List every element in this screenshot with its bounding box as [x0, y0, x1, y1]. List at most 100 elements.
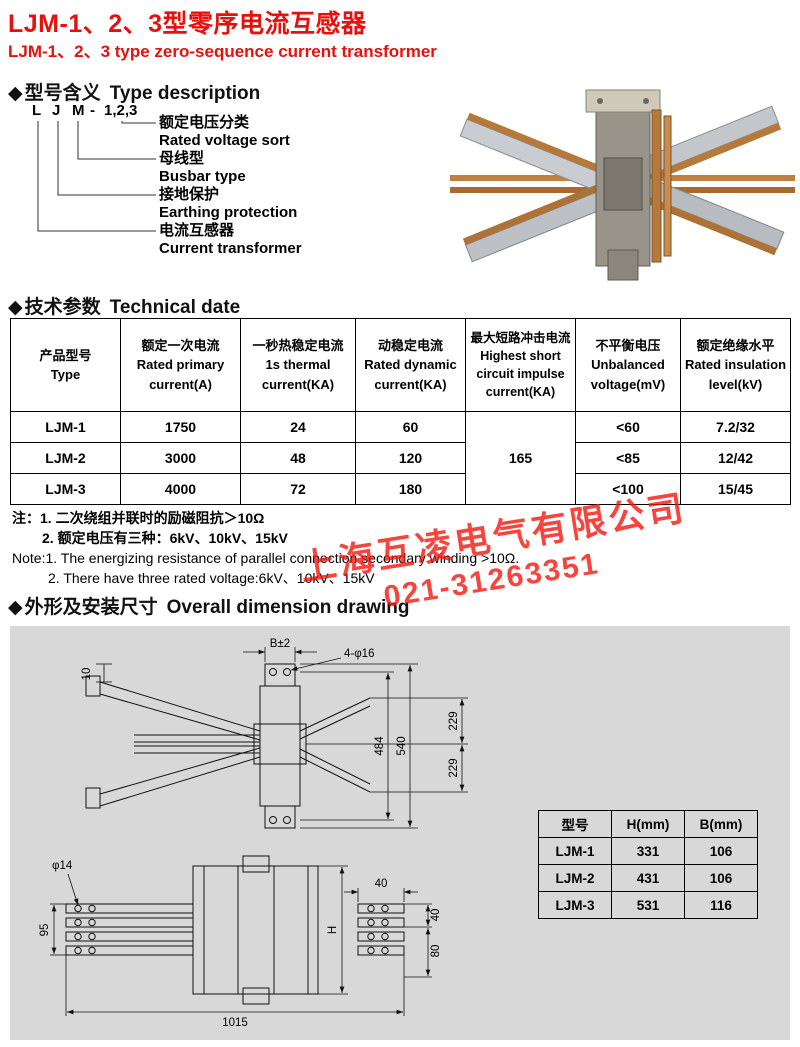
diamond-icon: ◆: [8, 597, 23, 618]
dim-heading-en: Overall dimension drawing: [166, 597, 410, 618]
dim-label-95: 95: [39, 924, 51, 937]
technical-table: 产品型号 Type 额定一次电流 Rated primary current(A…: [10, 318, 791, 505]
dim-label-b: B±2: [270, 638, 290, 650]
cell-dynamic: 180: [355, 473, 466, 505]
cell-type: LJM-3: [10, 473, 121, 505]
code-labels: 额定电压分类 Rated voltage sort 母线型 Busbar typ…: [159, 114, 302, 258]
tech-heading-cn: 技术参数: [24, 297, 101, 318]
notes: 注：1. 二次绕组并联时的励磁阻抗＞10Ω 2. 额定电压有三种：6kV、10k…: [12, 508, 519, 588]
label-voltage-cn: 额定电压分类: [159, 114, 250, 131]
size-header-b: B(mm): [684, 810, 758, 838]
note-line-2: 2. 额定电压有三种：6kV、10kV、15kV: [42, 530, 288, 546]
size-table-row: LJM-3 531 116: [538, 891, 758, 919]
type-heading-en: Type description: [109, 83, 261, 104]
cell-insulation: 12/42: [680, 442, 791, 474]
dim-label-h: H: [327, 926, 339, 934]
size-table-header-row: 型号 H(mm) B(mm): [538, 810, 758, 838]
label-ct-en: Current transformer: [159, 240, 302, 257]
dim-label-80: 80: [430, 945, 442, 958]
size-table: 型号 H(mm) B(mm) LJM-1 331 106 LJM-2 431 1…: [538, 810, 758, 919]
cell-dynamic: 60: [355, 411, 466, 443]
dim-label-484: 484: [374, 736, 386, 756]
label-earthing-en: Earthing protection: [159, 204, 298, 221]
cell-thermal: 72: [240, 473, 356, 505]
label-earthing-cn: 接地保护: [159, 186, 220, 203]
dim-label-1015: 1015: [222, 1017, 248, 1029]
note-line-4: 2. There have three rated voltage:6kV、10…: [48, 570, 375, 586]
col-header-insulation: 额定绝缘水平 Rated insulation level(kV): [680, 318, 791, 412]
cell-type: LJM-1: [10, 411, 121, 443]
label-ct-cn: 电流互感器: [159, 222, 235, 239]
product-photo: [450, 89, 795, 281]
dimension-drawing-panel: B±2 4-φ16 10 484 540 229 229: [10, 626, 790, 1040]
col-header-type: 产品型号 Type: [10, 318, 121, 412]
code-letter-num: 1,2,3: [104, 102, 138, 119]
cell-unbalanced: <100: [575, 473, 681, 505]
cell-thermal: 48: [240, 442, 356, 474]
table-row: LJM-1 1750 24 60 165 <60 7.2/32: [10, 411, 791, 505]
label-busbar-cn: 母线型: [159, 150, 205, 167]
dim-label-40a: 40: [375, 878, 388, 890]
col-header-unbalanced: 不平衡电压 Unbalanced voltage(mV): [575, 318, 681, 412]
tech-section-heading: ◆技术参数 Technical date: [8, 292, 240, 319]
dim-label-40b: 40: [430, 909, 442, 922]
cell-primary: 3000: [120, 442, 241, 474]
note-line-1: 注：1. 二次绕组并联时的励磁阻抗＞10Ω: [12, 510, 265, 526]
label-busbar-en: Busbar type: [159, 168, 246, 185]
note-line-3: Note:1. The energizing resistance of par…: [12, 550, 520, 566]
cell-thermal: 24: [240, 411, 356, 443]
size-cell: LJM-2: [538, 864, 612, 892]
size-cell: 531: [611, 891, 685, 919]
code-letter-j: J: [52, 102, 61, 119]
size-cell: LJM-1: [538, 837, 612, 865]
cell-dynamic: 120: [355, 442, 466, 474]
size-cell: 331: [611, 837, 685, 865]
table-row: LJM-3 4000 72 180 <100 15/45: [10, 473, 791, 505]
size-cell: 106: [684, 864, 758, 892]
cell-impulse-merged: 165: [465, 411, 576, 505]
side-view-drawing: φ14 95 H 40 40 80 1015: [39, 855, 442, 1029]
code-letter-l: L: [32, 102, 42, 119]
diamond-icon: ◆: [8, 83, 23, 104]
size-cell: 116: [684, 891, 758, 919]
size-cell: 106: [684, 837, 758, 865]
cell-insulation: 15/45: [680, 473, 791, 505]
size-table-row: LJM-1 331 106: [538, 837, 758, 865]
dim-label-phi14: φ14: [52, 860, 73, 872]
col-header-dynamic: 动稳定电流 Rated dynamic current(KA): [355, 318, 466, 412]
type-section-heading: ◆型号含义 Type description: [8, 78, 260, 105]
code-connector-lines: [37, 121, 156, 232]
dim-label-10: 10: [81, 668, 93, 681]
cell-unbalanced: <85: [575, 442, 681, 474]
code-letter-m: M: [72, 102, 85, 119]
dimension-section-heading: ◆外形及安装尺寸 Overall dimension drawing: [8, 592, 409, 619]
size-header-type: 型号: [538, 810, 612, 838]
cell-primary: 4000: [120, 473, 241, 505]
tech-heading-en: Technical date: [109, 297, 241, 318]
label-voltage-en: Rated voltage sort: [159, 132, 290, 149]
cell-unbalanced: <60: [575, 411, 681, 443]
front-view-drawing: B±2 4-φ16 10 484 540 229 229: [81, 638, 468, 829]
table-header-row: 产品型号 Type 额定一次电流 Rated primary current(A…: [10, 318, 791, 412]
type-heading-cn: 型号含义: [24, 83, 101, 104]
dim-label-holes: 4-φ16: [344, 648, 374, 660]
type-code-diagram: L J M - 1,2,3 额定电压分类 Rated voltage sort …: [24, 100, 454, 268]
dim-heading-cn: 外形及安装尺寸: [24, 597, 158, 618]
size-cell: LJM-3: [538, 891, 612, 919]
code-letter-dash: -: [90, 102, 95, 119]
cell-type: LJM-2: [10, 442, 121, 474]
size-table-row: LJM-2 431 106: [538, 864, 758, 892]
cell-primary: 1750: [120, 411, 241, 443]
page-subtitle: LJM-1、2、3 type zero-sequence current tra…: [8, 42, 437, 61]
col-header-thermal: 一秒热稳定电流 1s thermal current(KA): [240, 318, 356, 412]
size-header-h: H(mm): [611, 810, 685, 838]
dim-label-229-bottom: 229: [448, 758, 460, 777]
col-header-impulse: 最大短路冲击电流 Highest short circuit impulse c…: [465, 318, 576, 412]
col-header-primary: 额定一次电流 Rated primary current(A): [120, 318, 241, 412]
page-title: LJM-1、2、3型零序电流互感器: [8, 10, 367, 38]
diamond-icon: ◆: [8, 297, 23, 318]
cell-insulation: 7.2/32: [680, 411, 791, 443]
table-row: LJM-2 3000 48 120 <85 12/42: [10, 442, 791, 474]
dim-label-229-top: 229: [448, 711, 460, 730]
dim-label-540: 540: [396, 736, 408, 755]
